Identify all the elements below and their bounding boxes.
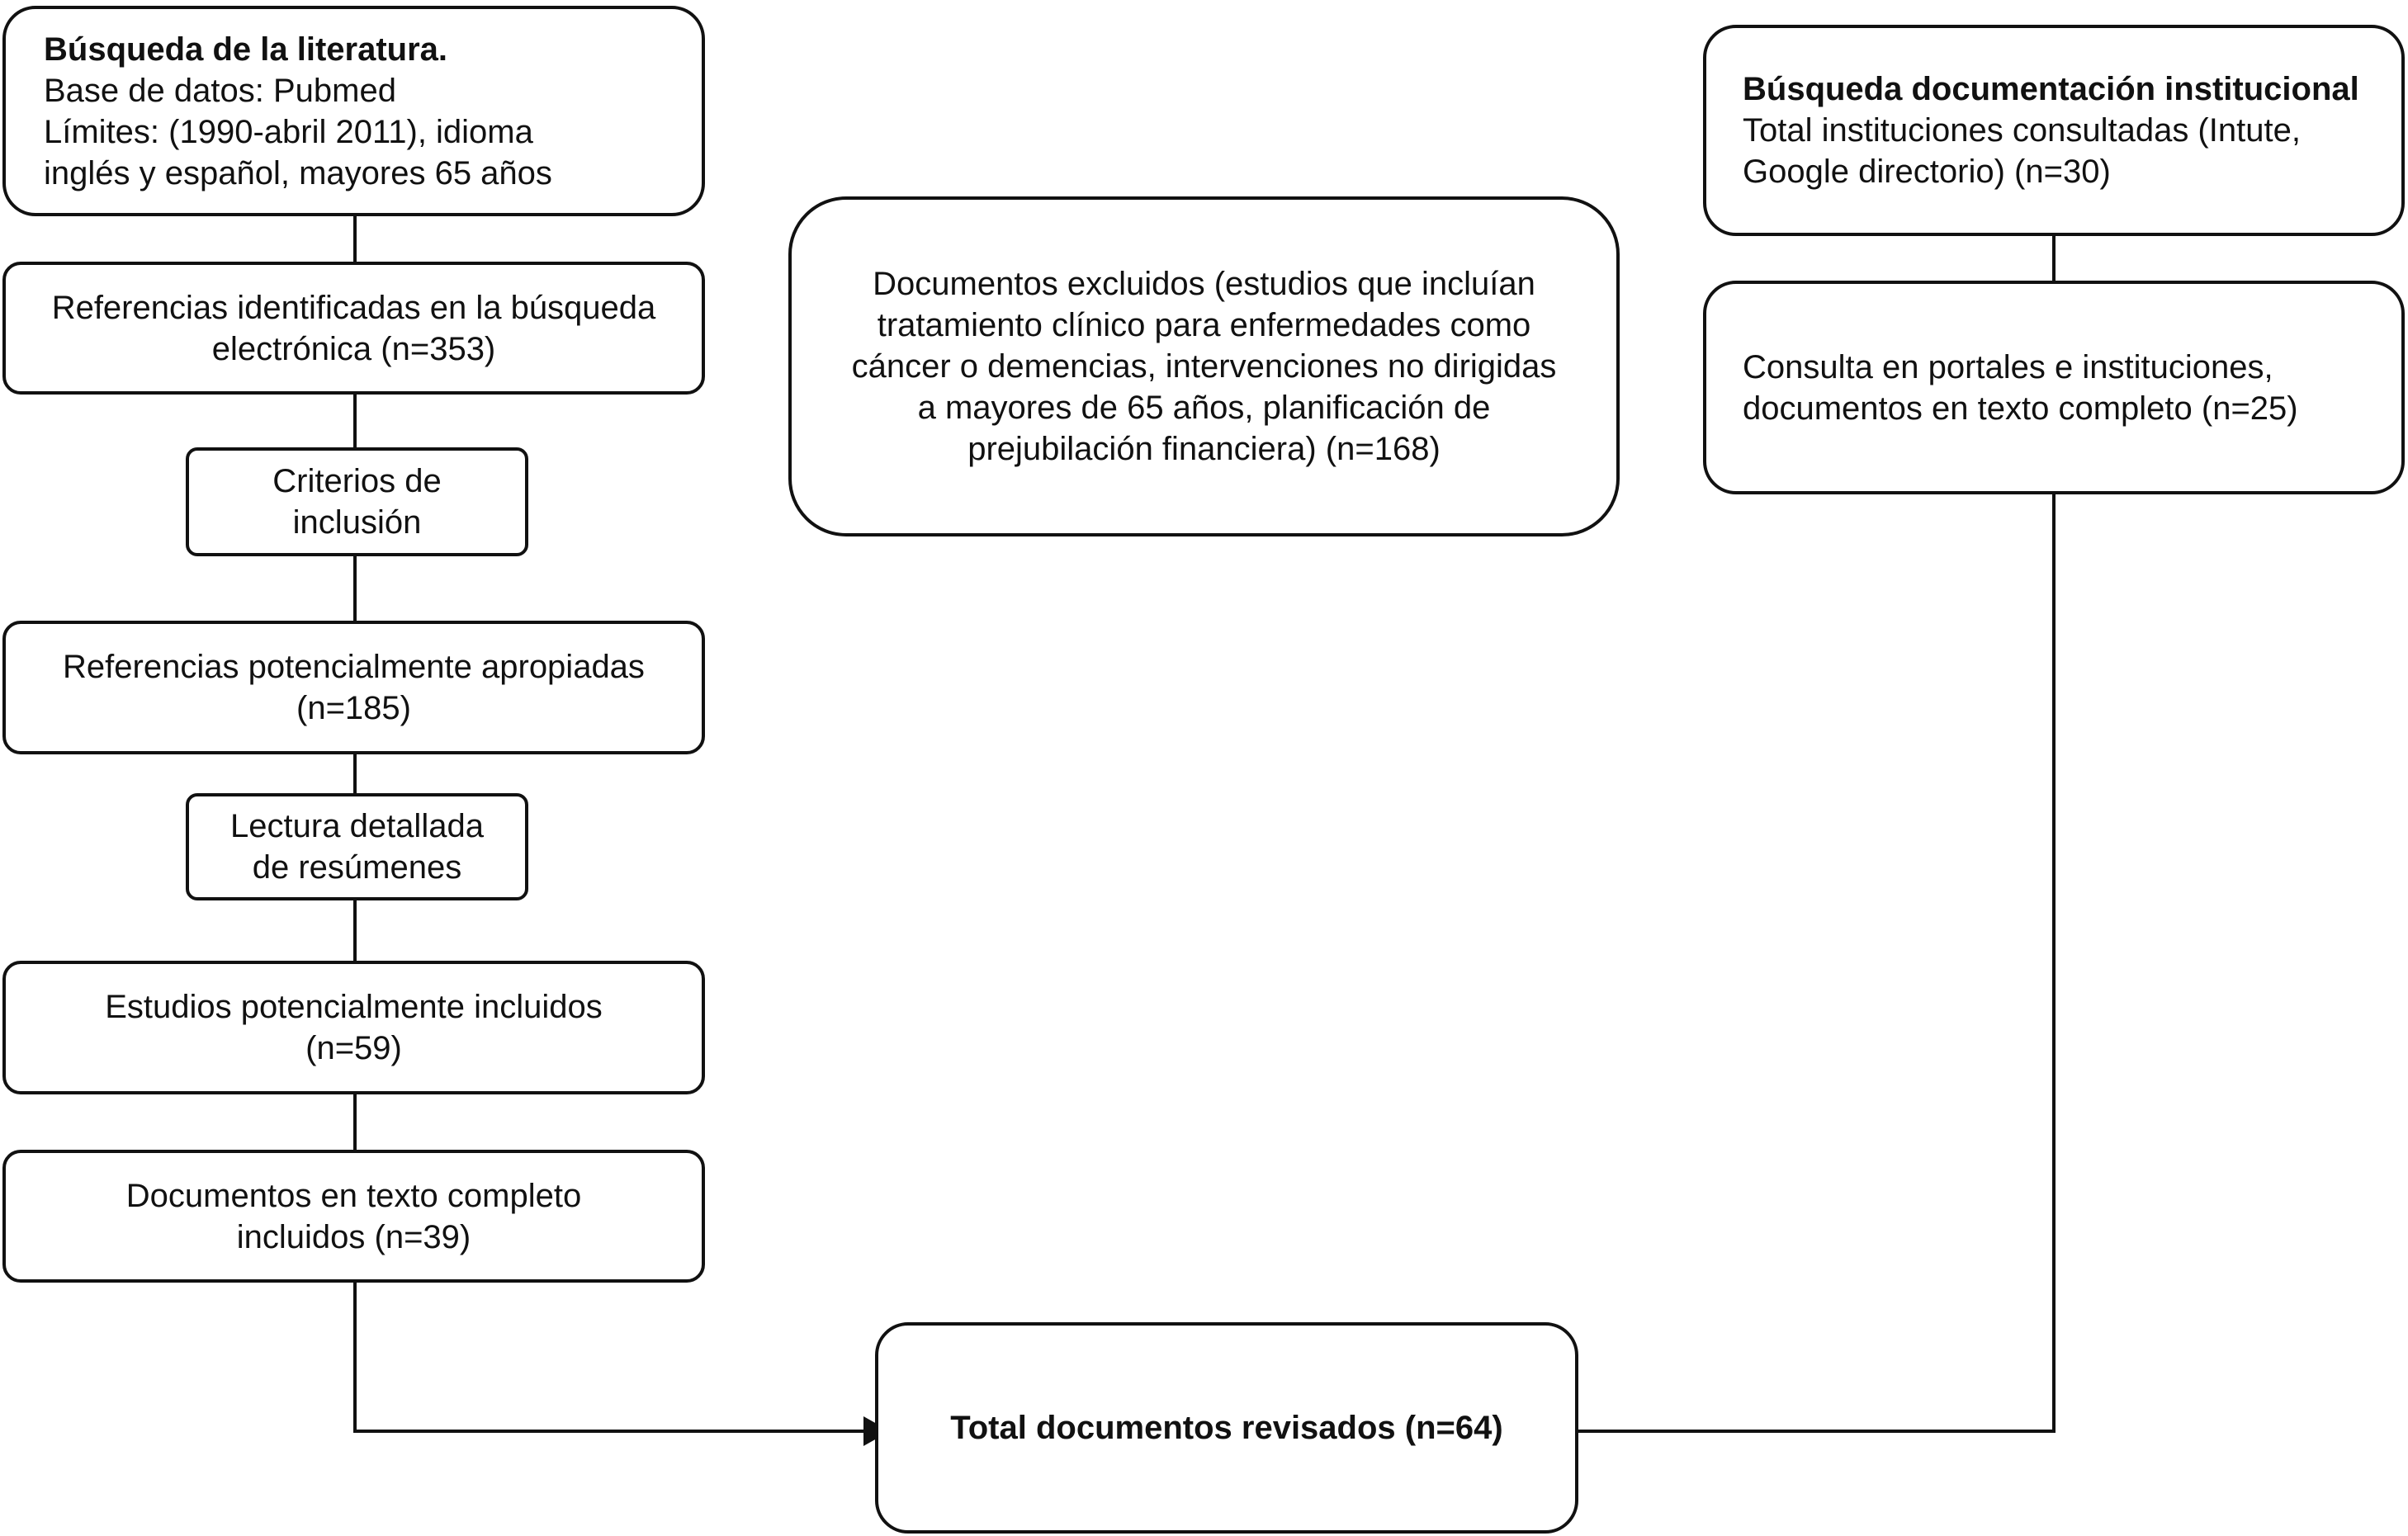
literature-search-line: Base de datos: Pubmed [44, 72, 396, 109]
excluded-documents-box: Documentos excluidos (estudios que inclu… [788, 196, 1620, 536]
excluded-documents-line: prejubilación financiera) (n=168) [967, 431, 1441, 467]
portals-consultation-line: Consulta en portales e instituciones, [1743, 348, 2273, 385]
inclusion-criteria-line: Criterios de [272, 463, 442, 499]
fulltext-documents-line: Documentos en texto completo [125, 1177, 582, 1214]
literature-search-line: inglés y español, mayores 65 años [44, 154, 552, 191]
fulltext-documents-box: Documentos en texto completo incluidos (… [2, 1150, 705, 1283]
literature-search-box: Búsqueda de la literatura. Base de datos… [2, 6, 705, 216]
identified-references-line: Referencias identificadas en la búsqueda [51, 289, 656, 326]
literature-search-title: Búsqueda de la literatura. [44, 31, 448, 68]
inclusion-criteria-box: Criterios de inclusión [186, 447, 528, 556]
total-documents-label: Total documentos revisados (n=64) [950, 1410, 1503, 1446]
excluded-documents-line: tratamiento clínico para enfermedades co… [877, 307, 1531, 343]
portals-consultation-box: Consulta en portales e instituciones, do… [1703, 281, 2405, 494]
total-documents-box: Total documentos revisados (n=64) [875, 1322, 1578, 1534]
excluded-documents-line: a mayores de 65 años, planificación de [917, 390, 1491, 426]
institutional-search-title: Búsqueda documentación institucional [1743, 71, 2359, 107]
excluded-documents-line: cáncer o demencias, intervenciones no di… [851, 348, 1557, 385]
institutional-search-line: Google directorio) (n=30) [1743, 154, 2111, 190]
identified-references-line: electrónica (n=353) [211, 330, 496, 367]
identified-references-box: Referencias identificadas en la búsqueda… [2, 262, 705, 395]
excluded-documents-line: Documentos excluidos (estudios que inclu… [873, 266, 1535, 302]
appropriate-references-box: Referencias potencialmente apropiadas (n… [2, 621, 705, 754]
appropriate-references-line: (n=185) [296, 690, 411, 726]
institutional-search-line: Total instituciones consultadas (Intute, [1743, 112, 2301, 149]
inclusion-criteria-line: inclusión [292, 504, 422, 541]
fulltext-documents-line: incluidos (n=39) [236, 1218, 471, 1255]
abstract-reading-line: Lectura detallada [230, 808, 484, 844]
appropriate-references-line: Referencias potencialmente apropiadas [63, 649, 645, 685]
included-studies-line: Estudios potencialmente incluidos [105, 989, 603, 1025]
abstract-reading-line: de resúmenes [252, 849, 462, 886]
included-studies-box: Estudios potencialmente incluidos (n=59) [2, 961, 705, 1094]
portals-consultation-line: documentos en texto completo (n=25) [1743, 390, 2298, 427]
arrow-portals-to-total [1578, 494, 2056, 1433]
arrow-fulltext-to-total [353, 1283, 863, 1433]
institutional-search-box: Búsqueda documentación institucional Tot… [1703, 25, 2405, 236]
literature-search-line: Límites: (1990-abril 2011), idioma [44, 113, 533, 150]
abstract-reading-box: Lectura detallada de resúmenes [186, 793, 528, 900]
included-studies-line: (n=59) [305, 1030, 402, 1066]
